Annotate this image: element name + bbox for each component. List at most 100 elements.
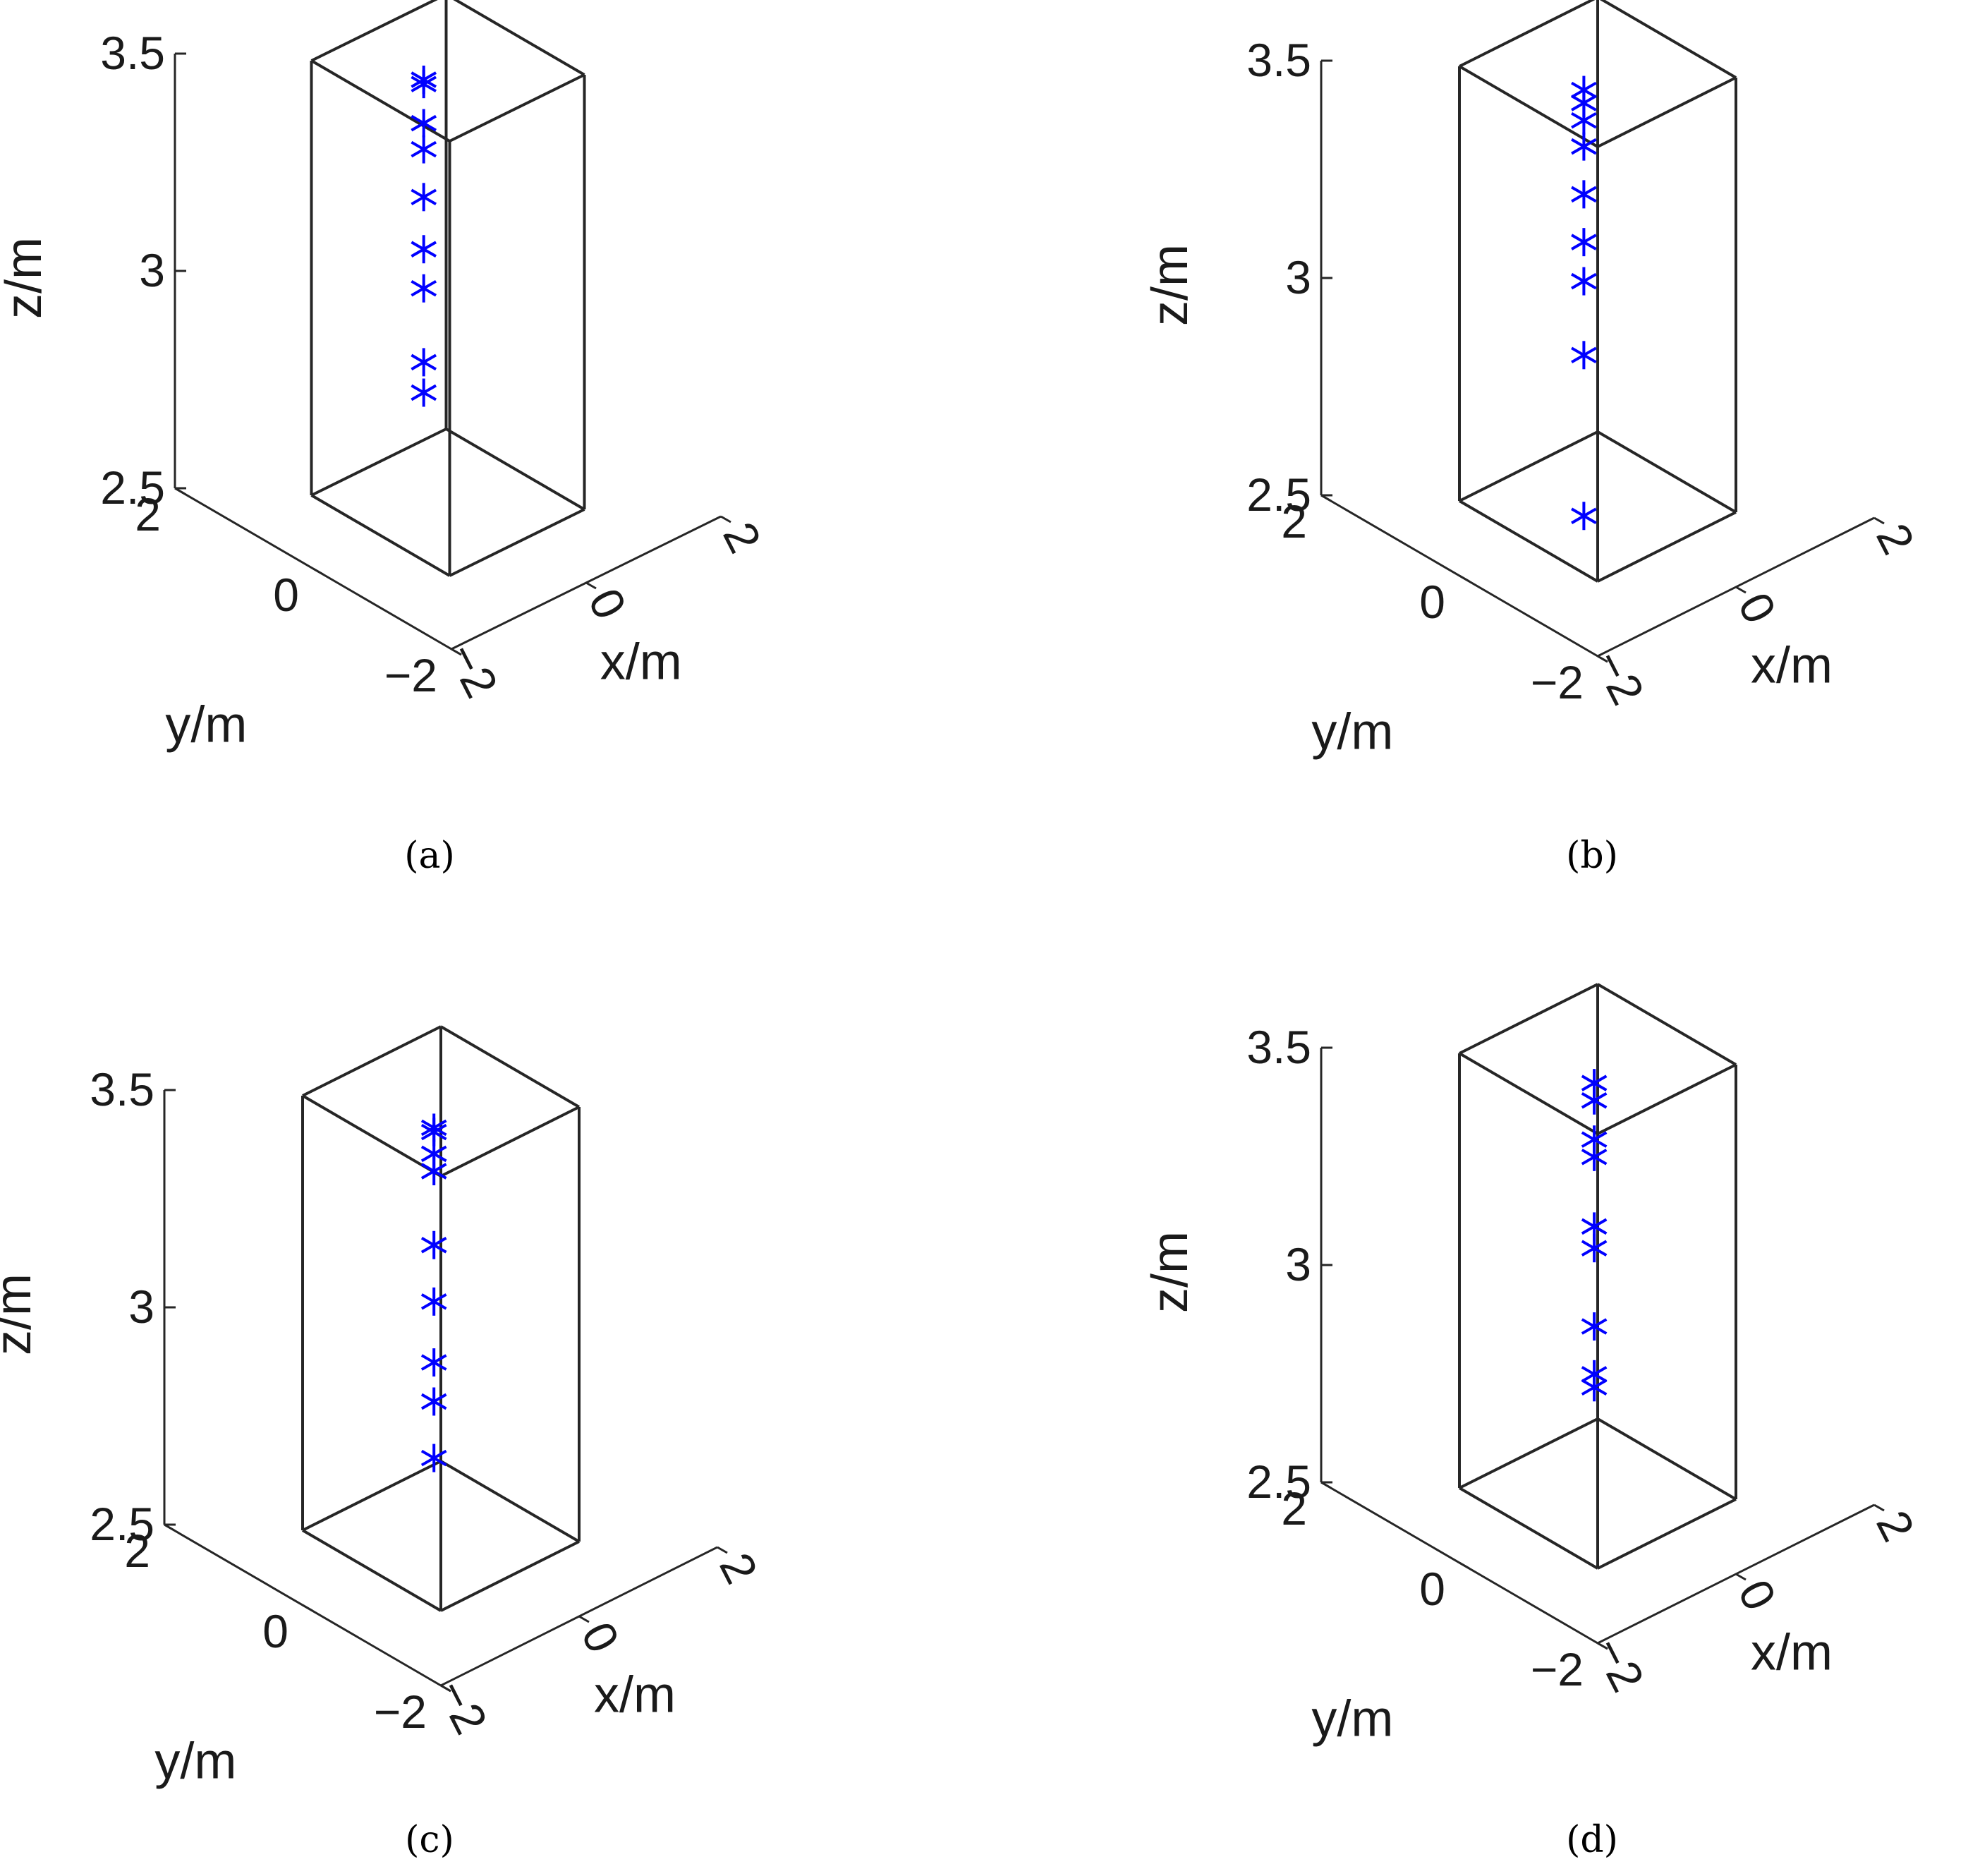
y-tick-label-2: 2 xyxy=(135,488,161,540)
asterisk-stroke xyxy=(1571,138,1597,155)
data-point-c-8 xyxy=(420,1444,447,1472)
room-box-edge-6 xyxy=(439,1460,581,1543)
y-tick-0 xyxy=(1597,1642,1608,1650)
z-tick-label-1: 3 xyxy=(128,1281,154,1333)
y-axis-label: y/m xyxy=(1311,704,1393,761)
z-tick-label-1: 3 xyxy=(1285,1238,1311,1290)
y-tick-1 xyxy=(1459,1561,1470,1570)
x-tick-label-1: 0 xyxy=(578,580,637,627)
data-point-d-6 xyxy=(1581,1312,1608,1341)
x-axis-label: x/m xyxy=(1751,638,1833,694)
x-tick-2 xyxy=(1873,1503,1885,1512)
room-box-edge-2 xyxy=(302,1460,442,1532)
asterisk-stroke xyxy=(411,384,437,401)
z-tick-label-1: 3 xyxy=(1285,251,1311,303)
x-tick-2 xyxy=(1873,516,1885,525)
z-tick-label-1: 3 xyxy=(139,244,165,296)
room-box-edge-6 xyxy=(445,428,585,511)
room-box-edge-7 xyxy=(1596,983,1737,1066)
asterisk-stroke xyxy=(1581,1131,1608,1148)
asterisk-stroke xyxy=(420,1123,447,1141)
asterisk-stroke xyxy=(420,1354,447,1371)
room-box-edge-3 xyxy=(1459,0,1596,68)
data-point-a-5 xyxy=(411,235,437,264)
x-tick-label-0: −2 xyxy=(437,634,508,706)
data-point-c-5 xyxy=(420,1287,447,1316)
x-tick-1 xyxy=(1735,586,1747,594)
asterisk-stroke xyxy=(1571,234,1597,250)
x-axis-label: x/m xyxy=(594,1667,676,1724)
z-tick-label-0: 2.5 xyxy=(1246,1456,1311,1508)
x-tick-1 xyxy=(578,1615,590,1623)
y-tick-label-0: −2 xyxy=(1531,656,1584,708)
y-tick-label-0: −2 xyxy=(384,649,437,701)
asterisk-stroke xyxy=(411,140,437,158)
asterisk-stroke xyxy=(1581,1379,1608,1396)
asterisk-stroke xyxy=(1571,111,1597,129)
room-box-edge-1 xyxy=(440,1106,580,1178)
room-box-edge-3 xyxy=(1459,983,1598,1055)
room-box-edge-0 xyxy=(440,1540,580,1612)
room-box-edge-1 xyxy=(1597,1063,1737,1135)
room-box-edge-0 xyxy=(449,508,585,577)
asterisk-stroke xyxy=(1571,507,1597,524)
y-tick-label-2: 2 xyxy=(1281,495,1307,547)
data-point-d-3 xyxy=(1581,1142,1608,1171)
room-box-edge-5 xyxy=(1458,65,1599,148)
y-tick-label-0: −2 xyxy=(1531,1643,1584,1695)
data-point-c-3 xyxy=(420,1157,447,1186)
x-tick-label-2: 2 xyxy=(1866,515,1925,562)
room-box-edge-1 xyxy=(1597,76,1737,148)
asterisk-stroke xyxy=(411,114,437,132)
asterisk-stroke xyxy=(411,75,437,92)
z-tick-label-2: 3.5 xyxy=(90,1063,154,1115)
asterisk-stroke xyxy=(1581,1318,1608,1335)
asterisk-stroke xyxy=(420,1163,447,1180)
y-tick-1 xyxy=(302,1604,313,1612)
room-box-edge-3 xyxy=(302,1025,442,1097)
y-tick-label-1: 0 xyxy=(1419,576,1445,628)
data-point-b-4 xyxy=(1571,180,1597,209)
room-box-edge-4 xyxy=(301,1529,442,1612)
y-tick-1 xyxy=(1459,574,1470,583)
data-point-b-2 xyxy=(1571,106,1597,135)
asterisk-stroke xyxy=(1571,272,1597,290)
z-tick-label-2: 3.5 xyxy=(1246,1021,1311,1073)
y-tick-label-1: 0 xyxy=(1419,1563,1445,1615)
asterisk-stroke xyxy=(1581,1075,1608,1091)
x-tick-label-0: −2 xyxy=(1584,641,1654,713)
y-tick-label-0: −2 xyxy=(374,1686,427,1738)
room-box-edge-4 xyxy=(1458,1487,1599,1570)
asterisk-stroke xyxy=(411,241,437,258)
data-point-c-7 xyxy=(420,1387,447,1416)
y-axis-label: y/m xyxy=(154,1733,236,1790)
x-tick-label-2: 2 xyxy=(1866,1502,1925,1549)
room-box-edge-6 xyxy=(1596,430,1737,514)
room-box-edge-5 xyxy=(301,1094,442,1178)
x-tick-label-0: −2 xyxy=(1584,1628,1654,1700)
x-tick-label-1: 0 xyxy=(1728,1571,1787,1618)
room-box-edge-1 xyxy=(449,73,585,143)
y-axis-label: y/m xyxy=(1311,1691,1393,1748)
caption-c: (c) xyxy=(405,1819,454,1861)
asterisk-stroke xyxy=(1571,346,1597,364)
y-tick-label-2: 2 xyxy=(124,1525,150,1577)
data-point-a-2 xyxy=(411,109,437,138)
z-tick-label-0: 2.5 xyxy=(1246,468,1311,521)
z-axis-label: z/m xyxy=(0,1273,42,1355)
data-point-b-5 xyxy=(1571,228,1597,257)
data-point-a-8 xyxy=(411,378,437,407)
asterisk-stroke xyxy=(411,188,437,206)
y-tick-0 xyxy=(440,1684,451,1693)
asterisk-stroke xyxy=(420,1449,447,1467)
room-box-edge-2 xyxy=(1459,1417,1598,1489)
y-tick-label-2: 2 xyxy=(1281,1482,1307,1535)
z-tick-label-2: 3.5 xyxy=(1246,34,1311,86)
